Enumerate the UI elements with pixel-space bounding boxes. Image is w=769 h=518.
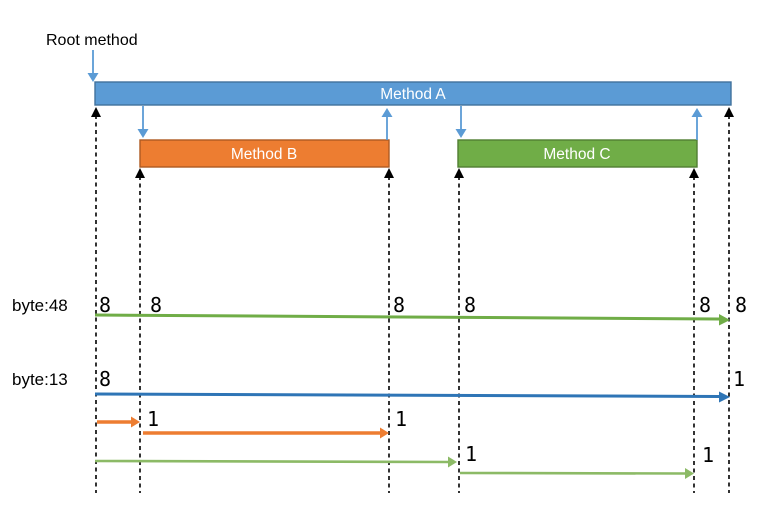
alloc-c-value-1: 1	[465, 442, 477, 466]
alloc-b-value-2: 1	[395, 407, 407, 431]
call-method-c-arrow	[455, 106, 467, 138]
alloc-b-value-1: 1	[147, 407, 159, 431]
boundary-c-end-head	[689, 168, 699, 178]
byte13-row: byte:13 8 1	[12, 367, 745, 403]
call-method-c-head	[455, 129, 467, 138]
call-method-b-head	[137, 129, 149, 138]
byte13-arrow-head	[719, 391, 730, 403]
alloc-c-arrow1-head	[448, 456, 457, 468]
byte48-row-label: byte:48	[12, 296, 68, 315]
boundary-a-end-head	[724, 107, 734, 117]
boundary-line-b-start	[135, 168, 145, 493]
call-return-connectors	[137, 106, 703, 140]
boundary-a-start-head	[91, 107, 101, 117]
timeline-boundary-lines	[91, 107, 734, 493]
method-c-label: Method C	[543, 146, 610, 163]
byte48-arrow-line	[94, 313, 720, 321]
boundary-line-b-end	[384, 168, 394, 493]
method-c-allocation-row: 1 1	[94, 442, 714, 479]
method-b-label: Method B	[231, 146, 297, 163]
root-method-label: Root method	[46, 32, 138, 49]
byte48-value-4: 8	[464, 293, 476, 317]
return-method-c-arrow	[691, 108, 703, 140]
alloc-b-arrow1-head	[131, 416, 140, 428]
alloc-b-arrow2-head	[380, 427, 389, 439]
byte13-value-1: 8	[99, 367, 111, 391]
boundary-b-start-head	[135, 168, 145, 178]
method-b-allocation-row: 1 1	[97, 407, 407, 439]
method-c-rect	[457, 139, 698, 168]
alloc-c-arrow1-line	[94, 459, 450, 464]
byte48-value-3: 8	[393, 293, 405, 317]
return-method-b-arrow	[381, 108, 393, 140]
boundary-line-a-end	[724, 107, 734, 493]
alloc-c-arrow2-line	[459, 471, 687, 475]
boundary-line-c-end	[689, 168, 699, 493]
byte48-value-6: 8	[735, 293, 747, 317]
boundary-b-end-head	[384, 168, 394, 178]
boundary-line-c-start	[454, 168, 464, 493]
byte13-row-label: byte:13	[12, 370, 68, 389]
method-a-label: Method A	[380, 86, 446, 103]
boundary-line-a-start	[91, 107, 101, 493]
method-a-bar: Method A	[94, 81, 732, 106]
method-b-rect	[139, 139, 390, 168]
byte48-value-5: 8	[699, 293, 711, 317]
boundary-c-start-head	[454, 168, 464, 178]
alloc-c-arrow2-head	[685, 468, 694, 479]
method-a-rect	[94, 81, 732, 106]
alloc-c-value-2: 1	[702, 443, 714, 467]
byte13-arrow-line	[94, 392, 720, 398]
byte48-value-2: 8	[150, 293, 162, 317]
return-method-c-head	[691, 108, 703, 117]
return-method-b-head	[381, 108, 393, 117]
byte48-arrow-head	[719, 314, 730, 326]
root-method-annotation: Root method	[46, 32, 138, 82]
byte13-value-2: 1	[733, 367, 745, 391]
byte48-row: byte:48 8 8 8 8 8 8	[12, 293, 747, 326]
root-method-arrow-head	[87, 73, 99, 82]
method-b-bar: Method B	[139, 139, 390, 168]
method-c-bar: Method C	[457, 139, 698, 168]
byte48-value-1: 8	[99, 293, 111, 317]
call-method-b-arrow	[137, 106, 149, 138]
